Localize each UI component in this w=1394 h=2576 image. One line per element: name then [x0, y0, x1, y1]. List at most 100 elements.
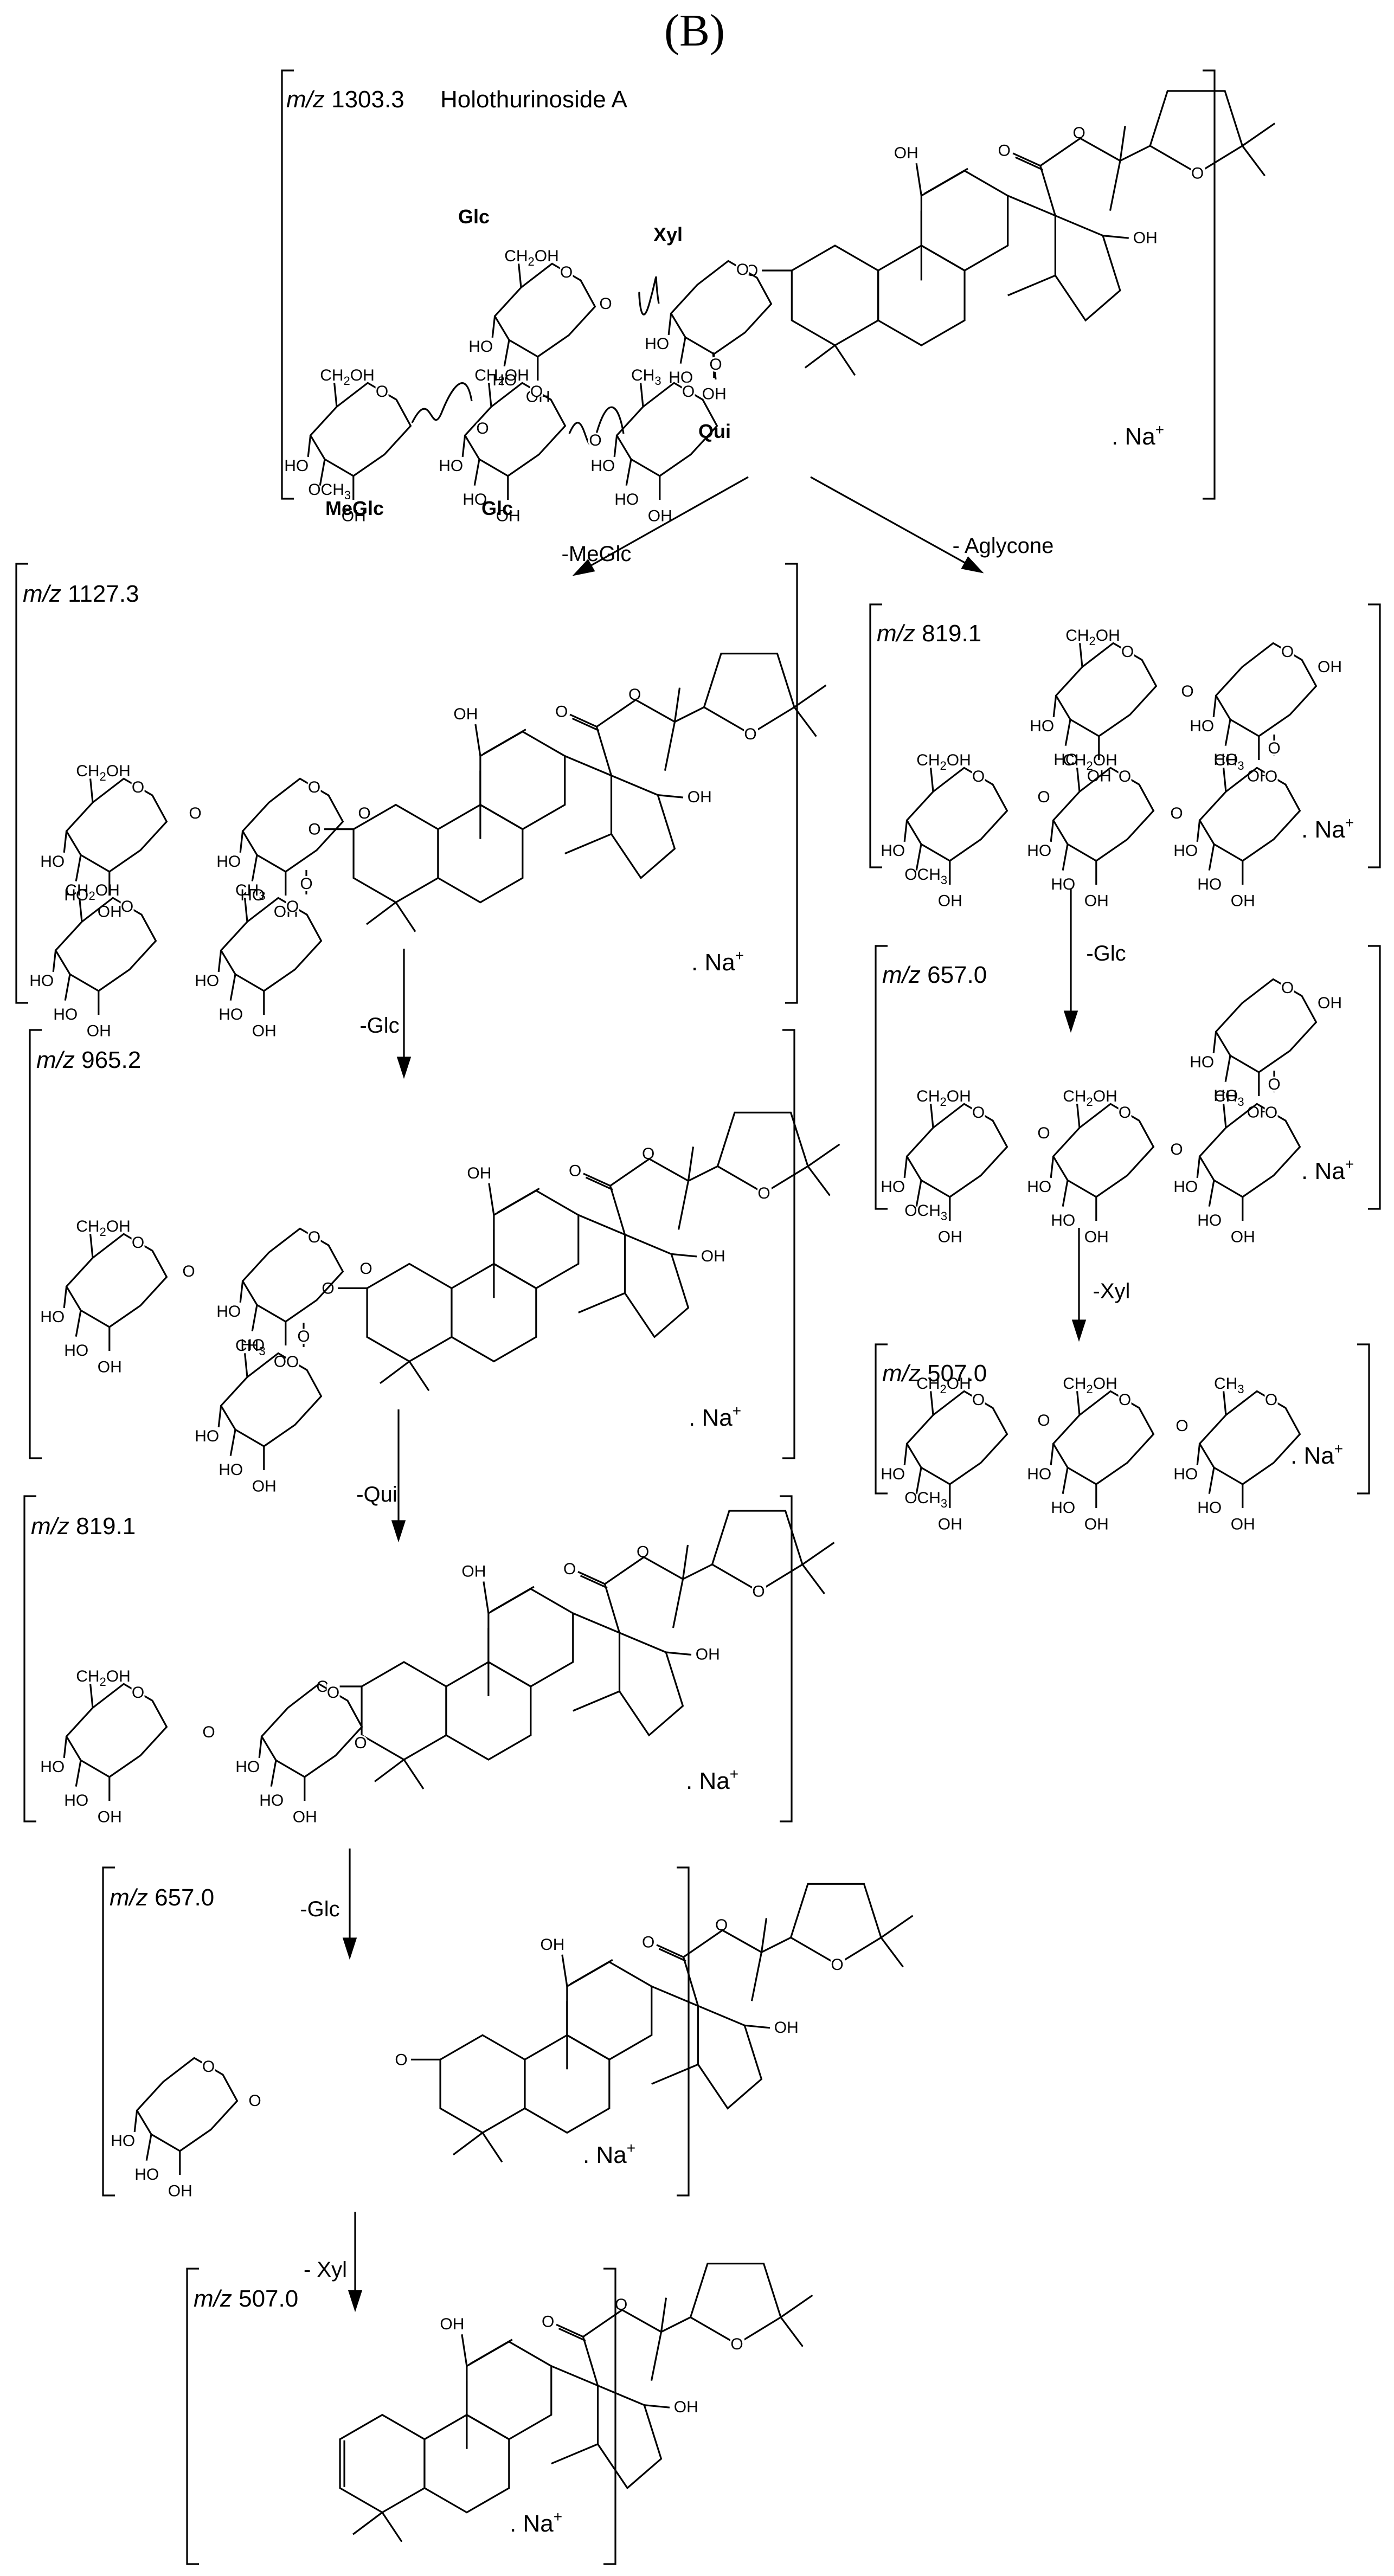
- ring-oxygen-label: O: [972, 768, 985, 785]
- carbonyl-oxygen-label: O: [998, 141, 1011, 159]
- furan-oxygen-label: O: [752, 1583, 765, 1601]
- mz-label: m/z 1303.3: [286, 86, 404, 113]
- arrow-to-left-4: -Glc: [300, 1849, 357, 1960]
- hydroxyl-label: HO: [1213, 1087, 1238, 1105]
- hydroxyl-label: HO: [462, 491, 487, 508]
- glycosidic-oxygen-label: O: [1170, 1141, 1183, 1158]
- hydroxyl-label: HO: [1027, 842, 1051, 860]
- ch2oh-label: CH2OH: [504, 247, 559, 268]
- ch2oh-label: CH2OH: [65, 881, 120, 903]
- hydroxyl-label: HO: [64, 1792, 88, 1809]
- glycosidic-oxygen-label: O: [709, 356, 722, 373]
- ch3-label: CH3: [1214, 751, 1244, 772]
- ch2oh-label: CH2OH: [916, 1087, 971, 1109]
- hydroxyl-label: HO: [1053, 751, 1078, 769]
- glycosidic-oxygen-label: O: [1037, 1124, 1050, 1142]
- ring-oxygen-label: O: [132, 1234, 144, 1252]
- ring-oxygen-label: O: [1265, 1104, 1277, 1122]
- mz-label: m/z 819.1: [31, 1513, 136, 1540]
- structure-left-2: m/z 965.2OOOHOHOOOHOHOOHOOCH2OHHOHOOHOOC…: [29, 1029, 840, 1496]
- hydroxyl-label: HO: [219, 1006, 243, 1023]
- sodium-adduct-label: . Na+: [1301, 814, 1354, 843]
- sodium-adduct-label: . Na+: [1301, 1156, 1354, 1184]
- carbonyl-oxygen-label: O: [542, 2313, 554, 2331]
- hydroxyl-label: HO: [1027, 1178, 1051, 1196]
- ring-oxygen-label: O: [376, 383, 388, 401]
- hydroxyl-label: HO: [1213, 751, 1238, 769]
- glycosidic-oxygen-label: O: [202, 1723, 215, 1741]
- glycosidic-oxygen-label: O: [1037, 1412, 1050, 1429]
- hydroxyl-label: OH: [702, 385, 727, 403]
- hydroxyl-label: OH: [688, 788, 712, 806]
- lactone-oxygen-label: O: [1073, 124, 1085, 142]
- hydroxyl-label: HO: [219, 1461, 243, 1479]
- furan-oxygen-label: O: [744, 725, 756, 743]
- hydroxyl-label: HO: [1030, 717, 1054, 735]
- compound-name: Holothurinoside A: [440, 86, 628, 113]
- hydroxyl-label: HO: [40, 1308, 65, 1326]
- mz-label: m/z 507.0: [194, 2285, 298, 2312]
- sodium-adduct-label: . Na+: [686, 1766, 738, 1794]
- ring-oxygen-label: O: [327, 1684, 339, 1702]
- hydroxyl-label: HO: [1173, 1178, 1198, 1196]
- arrow-to-right-1: - Aglycone: [810, 476, 1053, 574]
- hydroxyl-label: OH: [98, 1358, 122, 1376]
- hydroxyl-label: OH: [774, 2019, 799, 2037]
- ch2oh-label: CH2OH: [1063, 1087, 1117, 1109]
- ch2oh-label: CH2OH: [916, 1375, 971, 1396]
- sodium-adduct-label: . Na+: [1112, 421, 1164, 450]
- glycosidic-oxygen-label: O: [359, 1260, 372, 1278]
- hydroxyl-label: OH: [293, 1808, 317, 1826]
- ring-oxygen-label: O: [682, 383, 695, 401]
- glycosidic-oxygen-label: O: [354, 1734, 367, 1752]
- hydroxyl-label: OH: [894, 144, 918, 162]
- structure-left-3: m/z 819.1OOOHOHOOOHOHOOHOOCH2OHHOHOOHO. …: [23, 1495, 835, 1826]
- mz-label: m/z 965.2: [36, 1047, 141, 1073]
- arrow-to-left-3: -Qui: [356, 1409, 406, 1543]
- hydroxyl-label: OH: [342, 507, 366, 525]
- structure-left-1: m/z 1127.3OOOHOHOOOHOHOOHOOCH2OHHOHOOHOO…: [15, 563, 827, 1040]
- neutral-loss-label: -Xyl: [1093, 1279, 1130, 1303]
- ch3-label: CH3: [235, 881, 266, 903]
- hydroxyl-label: OH: [252, 1022, 277, 1040]
- ch2oh-label: CH2OH: [916, 751, 971, 772]
- ring-oxygen-label: O: [972, 1391, 985, 1409]
- hydroxyl-label: OH: [252, 1478, 277, 1496]
- structure-right-3: m/z 507.0OCH3HOHOOHOCH2OHHOHOOHOCH2OHHOO…: [875, 1343, 1370, 1534]
- ring-oxygen-label: O: [132, 1684, 144, 1702]
- ch2oh-label: CH2OH: [1063, 751, 1117, 772]
- glycosidic-oxygen-label: O: [1037, 788, 1050, 806]
- hydroxyl-label: HO: [468, 338, 493, 356]
- hydroxyl-label: OH: [674, 2398, 698, 2416]
- glycosidic-oxygen-label: O: [1268, 1076, 1280, 1093]
- sugar-label-xyl: Xyl: [653, 223, 683, 246]
- hydroxyl-label: OH: [453, 705, 478, 723]
- hydroxyl-label: HO: [590, 457, 615, 475]
- ring-oxygen-label: O: [972, 1104, 985, 1122]
- lactone-oxygen-label: O: [628, 686, 641, 704]
- hydroxyl-label: HO: [64, 886, 88, 904]
- hydroxyl-label: HO: [1173, 842, 1198, 860]
- hydroxyl-label: OH: [98, 1808, 122, 1826]
- glycosidic-oxygen-label: O: [1181, 682, 1193, 700]
- ring-oxygen-label: O: [286, 1353, 299, 1371]
- glycosidic-oxygen-label: O: [599, 295, 612, 313]
- sodium-adduct-label: . Na+: [689, 1402, 741, 1431]
- hydroxyl-label: HO: [1197, 875, 1222, 893]
- hydroxyl-label: HO: [29, 972, 54, 990]
- hydroxyl-label: HO: [216, 1303, 241, 1321]
- hydroxyl-label: OH: [696, 1646, 720, 1664]
- hydroxyl-label: HO: [235, 1758, 260, 1776]
- furan-oxygen-label: O: [757, 1184, 770, 1202]
- hydroxyl-label: HO: [1197, 1212, 1222, 1229]
- neutral-loss-label: -MeGlc: [562, 542, 632, 566]
- lactone-oxygen-label: O: [637, 1543, 649, 1561]
- lactone-oxygen-label: O: [642, 1145, 654, 1163]
- hydroxyl-label: OH: [98, 903, 122, 921]
- arrow-to-left-2: -Glc: [359, 949, 412, 1079]
- hydroxyl-label: HO: [645, 335, 669, 353]
- glycosidic-oxygen-label: O: [1170, 804, 1183, 822]
- methoxy-label: OCH3: [904, 1202, 947, 1223]
